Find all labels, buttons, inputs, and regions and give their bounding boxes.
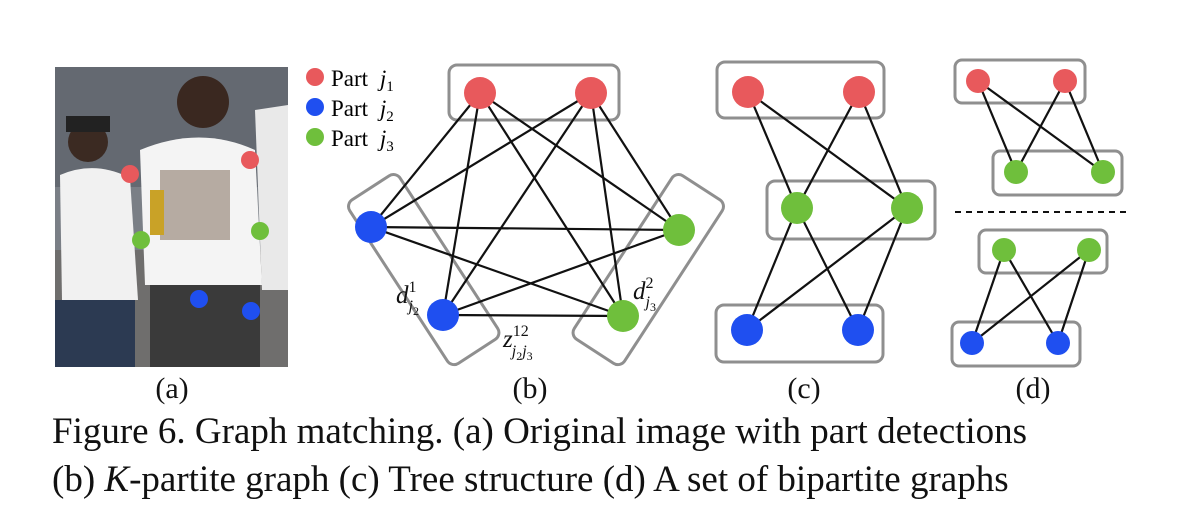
- legend-swatch-j2: [306, 98, 324, 116]
- node-j1: [843, 76, 875, 108]
- node-j1: [575, 77, 607, 109]
- node-j3: [992, 238, 1016, 262]
- node-j3: [891, 192, 923, 224]
- svg-text:Part j3: Part j3: [331, 126, 394, 155]
- node-j2: [842, 314, 874, 346]
- photo-detection-j3: [132, 231, 150, 249]
- legend-label-j3: Part: [331, 126, 369, 151]
- legend-symbol-j3: j: [377, 126, 386, 151]
- tree-structure-graph: [714, 60, 937, 364]
- photo-detection-j1: [241, 151, 259, 169]
- caption-rest: -partite graph (c) Tree structure (d) A …: [129, 459, 1009, 500]
- photo-person-left: [60, 168, 138, 300]
- tree-box-j2: [714, 303, 885, 364]
- panel-label-a: (a): [155, 372, 188, 405]
- legend-symbol-j2: j: [377, 96, 386, 121]
- node-j2: [960, 331, 984, 355]
- bipartite-graphs: [950, 58, 1126, 368]
- svg-text:Part j2: Part j2: [331, 96, 394, 125]
- figure-caption-line-2: (b) K-partite graph (c) Tree structure (…: [52, 458, 1172, 502]
- photo-detection-j2: [190, 290, 208, 308]
- panel-label-d: (d): [1016, 372, 1051, 405]
- node-j3: [781, 192, 813, 224]
- legend: Part j1 Part j2 Part j3: [306, 66, 394, 155]
- caption-prefix: (b): [52, 459, 105, 500]
- photo-detection-j1: [121, 165, 139, 183]
- bipartite-top-box-j3: [991, 149, 1124, 197]
- node-j1: [966, 69, 990, 93]
- caption-k-symbol: K: [104, 459, 130, 500]
- partition-box-j2: [347, 173, 501, 367]
- node-j3: [1004, 160, 1028, 184]
- partition-box-j1: [447, 63, 621, 122]
- panel-label-b: (b): [513, 372, 548, 405]
- panel-label-c: (c): [787, 372, 820, 405]
- node-j2: [355, 211, 387, 243]
- legend-symbol-j1: j: [377, 66, 386, 91]
- bipartite-bottom-box-j2: [950, 320, 1082, 368]
- legend-sub-j1: 1: [386, 79, 394, 95]
- node-j1: [1053, 69, 1077, 93]
- legend-sub-j3: 3: [386, 139, 394, 155]
- node-j2: [1046, 331, 1070, 355]
- node-j3: [1091, 160, 1115, 184]
- bipartite-bottom-box-j3: [977, 228, 1109, 275]
- node-j2: [427, 299, 459, 331]
- figure-caption-line-1: Figure 6. Graph matching. (a) Original i…: [52, 411, 1028, 452]
- photo-detection-j3: [251, 222, 269, 240]
- node-j3: [1077, 238, 1101, 262]
- photo-panel: [55, 67, 288, 367]
- legend-label-j2: Part: [331, 96, 369, 121]
- photo-detection-j2: [242, 302, 260, 320]
- node-j2: [731, 314, 763, 346]
- legend-label-j1: Part: [331, 66, 369, 91]
- node-j1: [464, 77, 496, 109]
- tree-box-j1: [715, 60, 886, 120]
- figure-graphic: Part j1 Part j2 Part j3: [55, 58, 1126, 405]
- legend-sub-j2: 2: [386, 109, 394, 125]
- legend-swatch-j1: [306, 68, 324, 86]
- partition-box-j3: [571, 173, 725, 367]
- node-j3: [607, 300, 639, 332]
- node-j3: [663, 214, 695, 246]
- bipartite-top-box-j1: [953, 58, 1087, 105]
- node-j1: [732, 76, 764, 108]
- tree-box-j3: [765, 179, 937, 241]
- svg-text:Part j1: Part j1: [331, 66, 394, 95]
- legend-swatch-j3: [306, 128, 324, 146]
